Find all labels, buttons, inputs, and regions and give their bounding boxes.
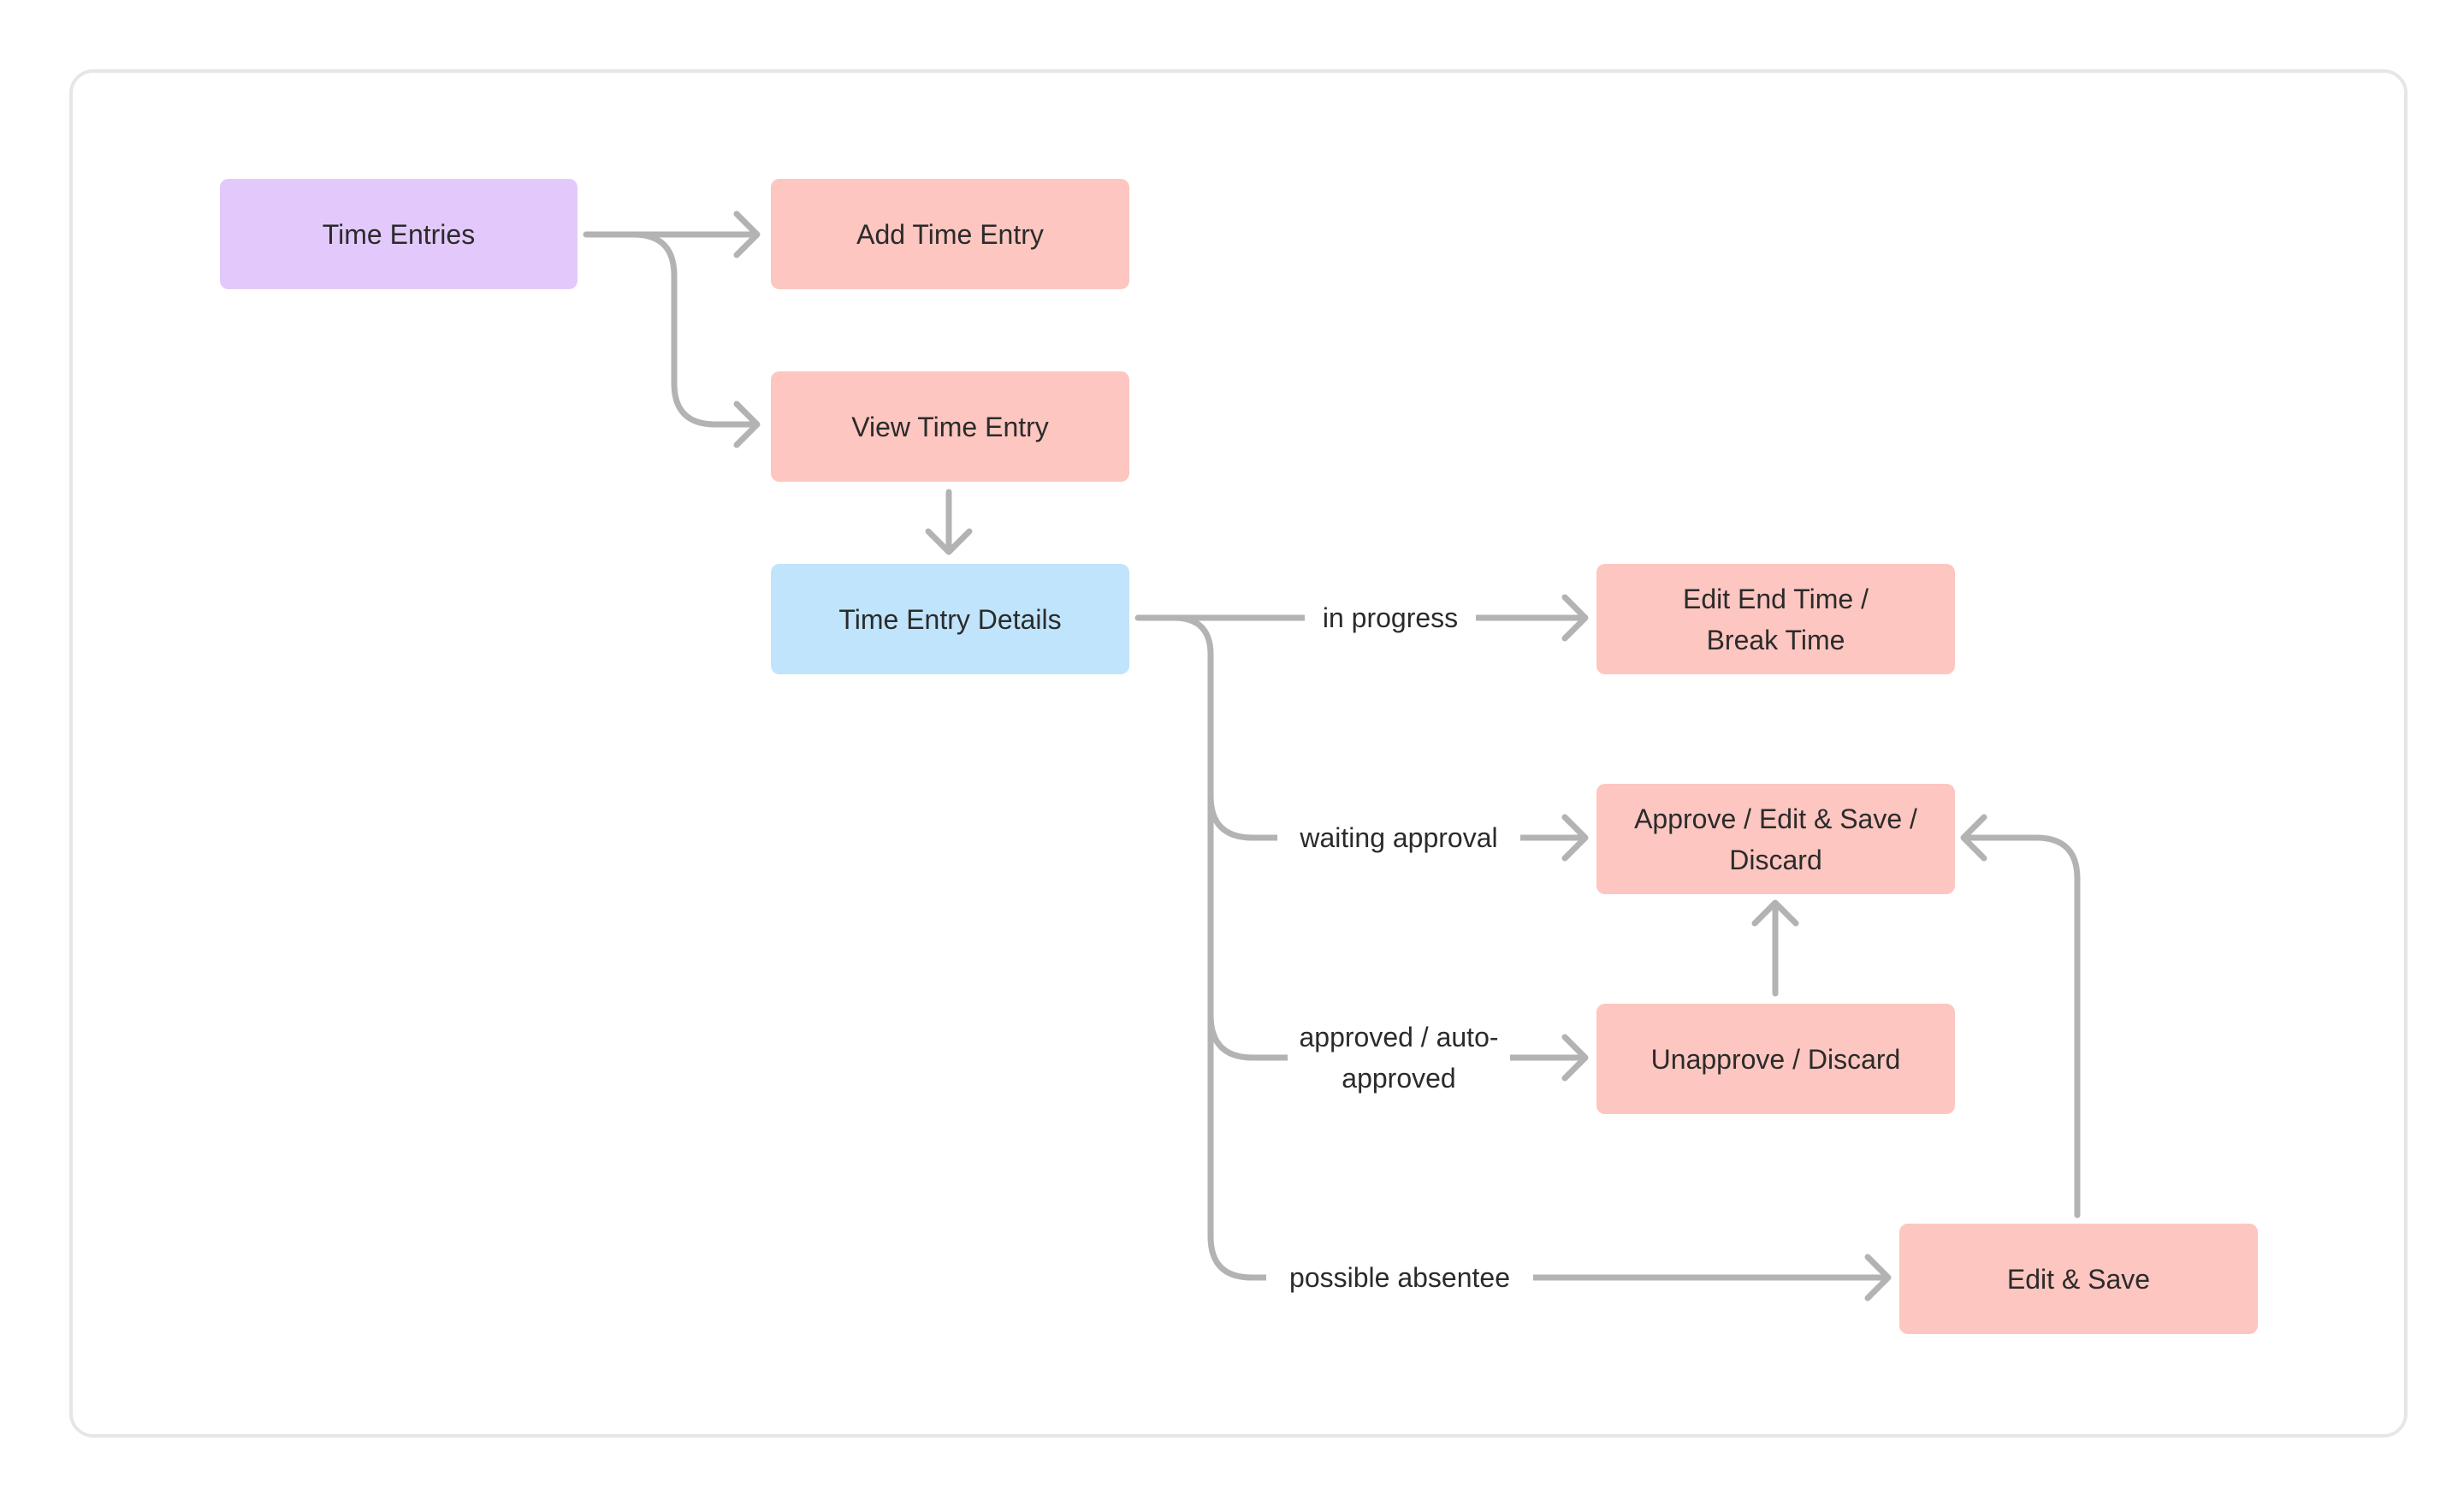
edge-branch-trunk bbox=[1170, 614, 1270, 1281]
node-add-time-entry-label: Add Time Entry bbox=[856, 218, 1044, 250]
arrowhead-add bbox=[733, 210, 761, 258]
edge-edit-save-to-approve bbox=[1962, 834, 2081, 1218]
node-edit-end-time-label: Edit End Time / Break Time bbox=[1683, 583, 1869, 655]
node-time-entry-details: Time Entry Details bbox=[771, 564, 1129, 674]
node-view-time-entry: View Time Entry bbox=[771, 371, 1129, 482]
node-time-entry-details-label: Time Entry Details bbox=[838, 603, 1062, 635]
edge-time-entries-to-view bbox=[630, 231, 759, 428]
arrowhead-approved bbox=[1561, 1034, 1589, 1082]
edge-approved-branch bbox=[1207, 1011, 1291, 1061]
diagram-frame bbox=[69, 69, 2408, 1438]
arrowhead-waiting bbox=[1561, 814, 1589, 862]
arrowhead-absentee bbox=[1864, 1254, 1892, 1301]
edge-label-approved: approved / auto-approved bbox=[1288, 1017, 1510, 1099]
edge-label-possible-absentee: possible absentee bbox=[1266, 1257, 1533, 1298]
edge-waiting-branch bbox=[1207, 792, 1281, 841]
node-approve-edit-discard: Approve / Edit & Save / Discard bbox=[1596, 784, 1955, 894]
arrowhead-view bbox=[733, 400, 761, 448]
node-edit-save-label: Edit & Save bbox=[2006, 1263, 2151, 1295]
node-unapprove-discard: Unapprove / Discard bbox=[1596, 1004, 1955, 1114]
node-view-time-entry-label: View Time Entry bbox=[851, 411, 1049, 442]
arrowhead-approve-up bbox=[1751, 899, 1799, 927]
node-edit-end-time: Edit End Time / Break Time bbox=[1596, 564, 1955, 674]
node-add-time-entry: Add Time Entry bbox=[771, 179, 1129, 289]
arrowhead-details bbox=[925, 528, 973, 555]
arrowhead-approve-left bbox=[1960, 814, 1987, 862]
node-time-entries-label: Time Entries bbox=[322, 218, 476, 250]
edge-label-waiting-approval: waiting approval bbox=[1277, 817, 1520, 858]
edge-label-in-progress: in progress bbox=[1305, 597, 1476, 638]
node-time-entries: Time Entries bbox=[220, 179, 578, 289]
node-unapprove-discard-label: Unapprove / Discard bbox=[1650, 1043, 1901, 1075]
node-edit-save: Edit & Save bbox=[1899, 1224, 2258, 1334]
node-approve-edit-discard-label: Approve / Edit & Save / Discard bbox=[1634, 803, 1917, 875]
arrowhead-in-progress bbox=[1561, 594, 1589, 642]
